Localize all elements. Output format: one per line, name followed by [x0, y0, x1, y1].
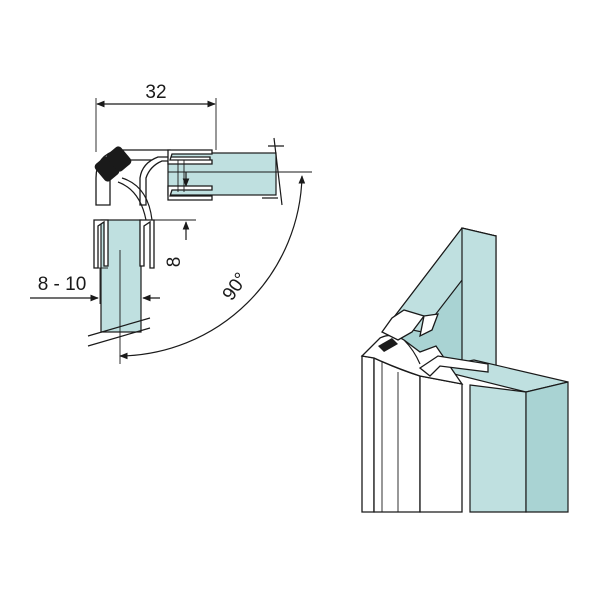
- front-glass-panel-face: [469, 384, 527, 513]
- curved-seal-edge: [121, 177, 153, 221]
- profile-column-outer: [361, 355, 375, 513]
- rear-glass-clamp-lip: [419, 313, 439, 338]
- front-glass-panel-side: [525, 381, 569, 513]
- seal-3d: [403, 339, 421, 365]
- perspective-view: [360, 227, 569, 513]
- dim-8-label: 8: [164, 257, 185, 268]
- angle-arc: [119, 175, 306, 360]
- front-glass-clamp: [418, 355, 489, 377]
- rear-glass-panel-edge: [461, 227, 497, 373]
- dim-gap-label: 8 - 10: [38, 274, 87, 295]
- horizontal-clamp-top: [167, 149, 213, 165]
- plan-view: 32 8 8 - 10 90°: [30, 82, 312, 364]
- profile-column-face: [373, 356, 421, 513]
- angle-label: 90°: [219, 269, 253, 305]
- vertical-clamp-right: [139, 219, 155, 269]
- magnet-strip-right: [106, 146, 132, 172]
- dim-32-label: 32: [145, 82, 166, 103]
- magnet-strip-3d: [378, 338, 398, 352]
- profile-column-right: [419, 375, 463, 513]
